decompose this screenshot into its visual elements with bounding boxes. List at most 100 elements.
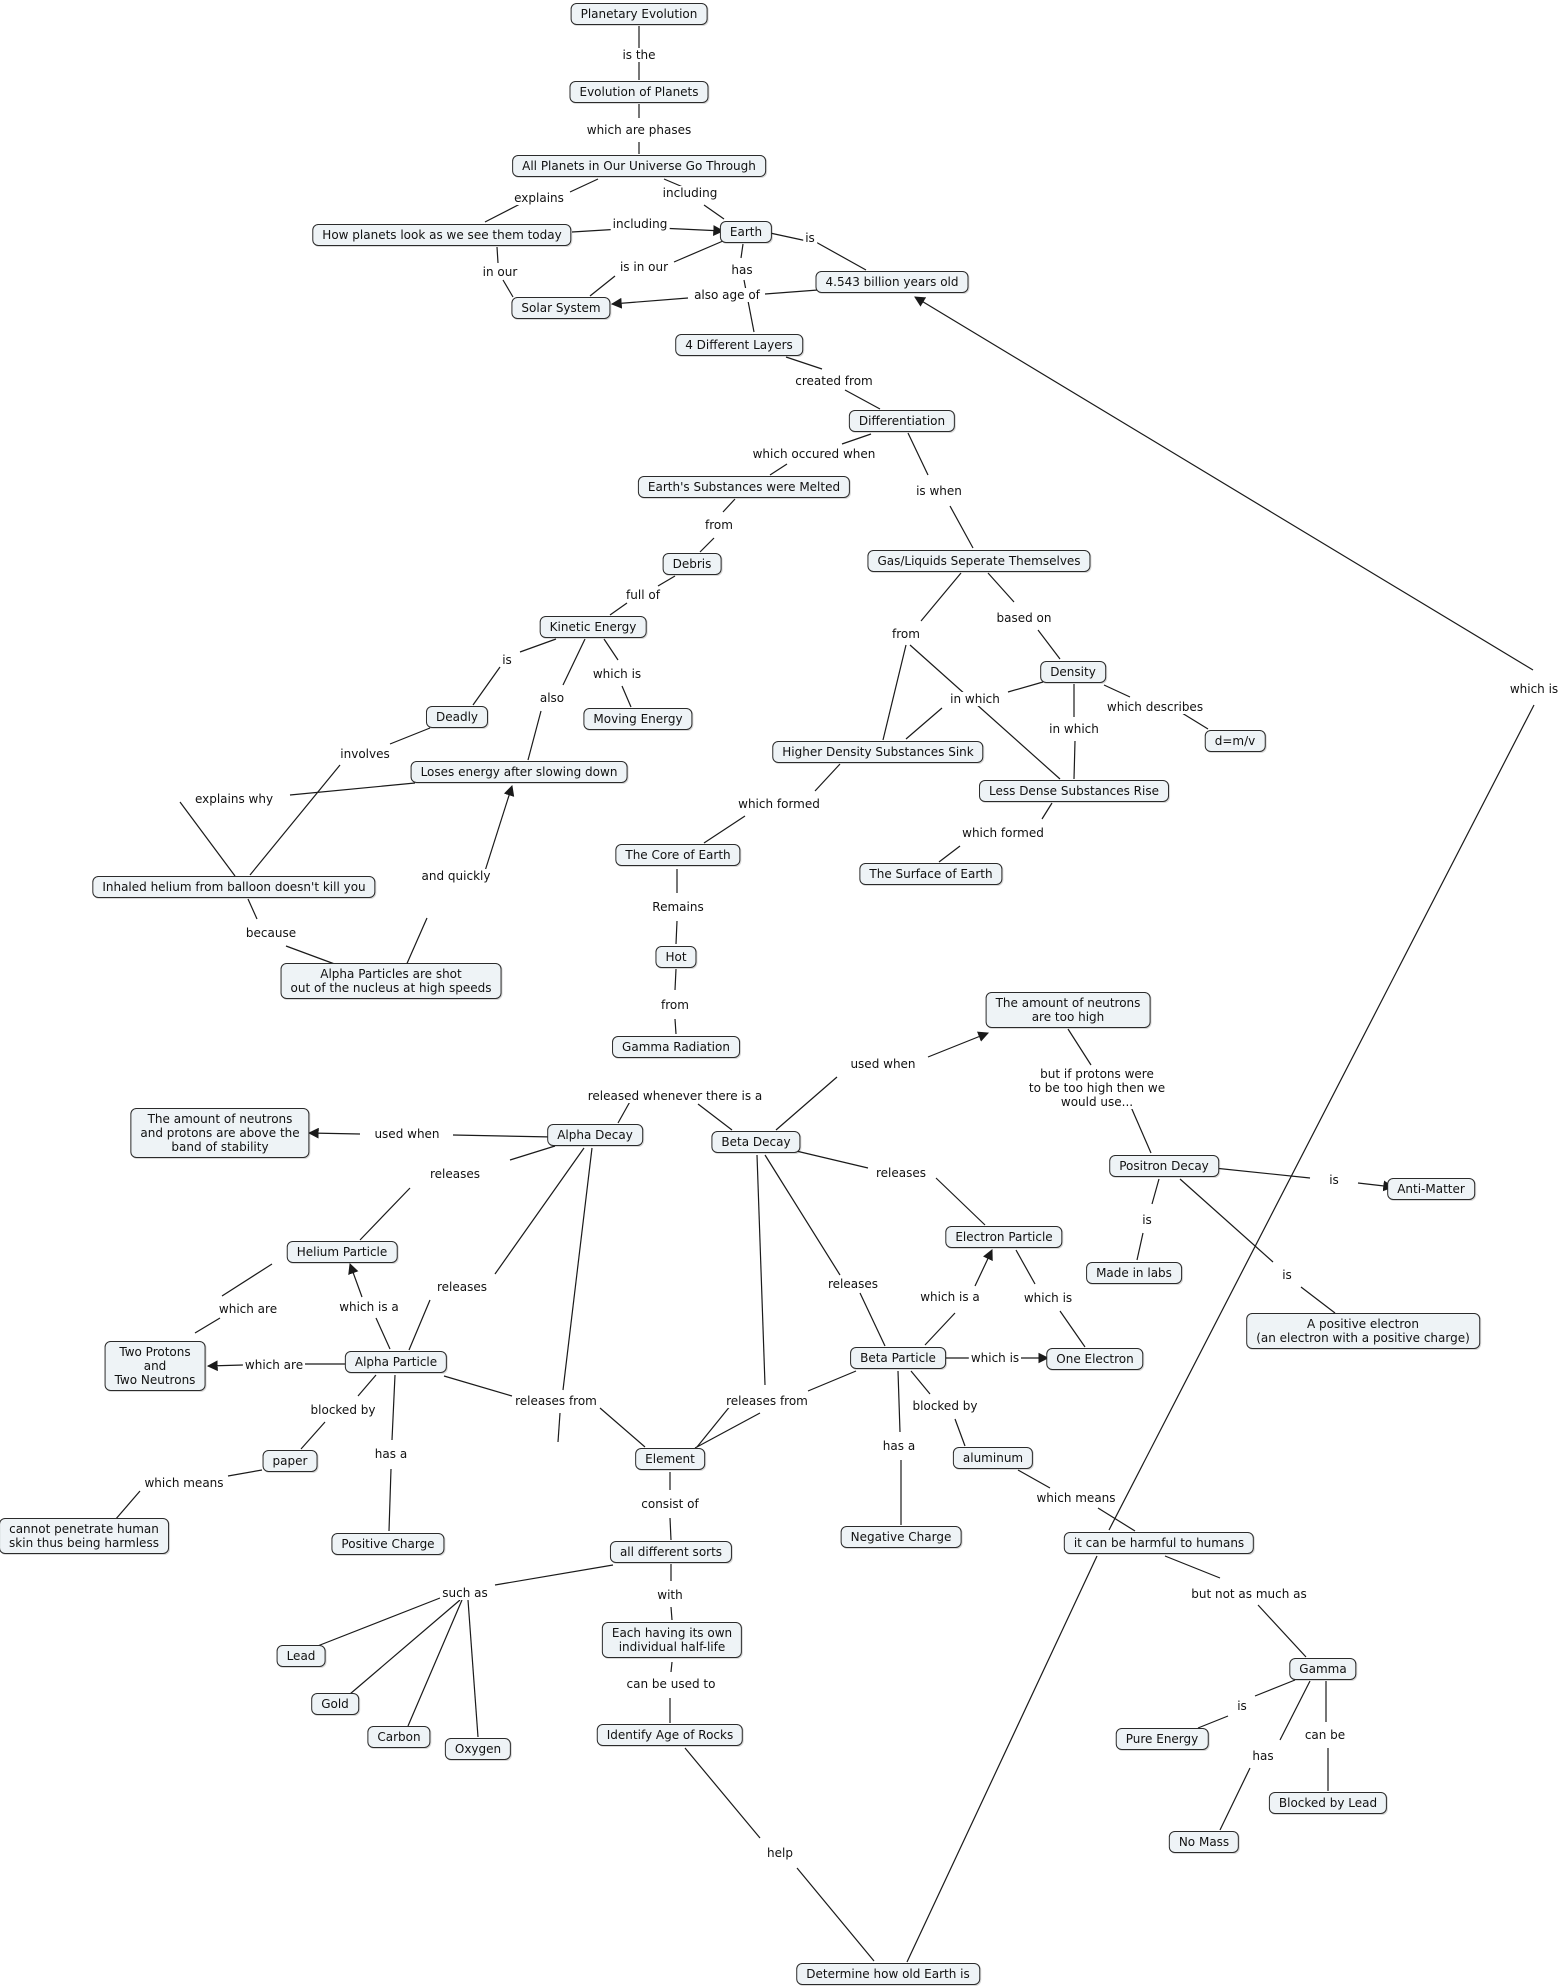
node-helium-particle[interactable]: Helium Particle <box>286 1241 398 1263</box>
node-no-mass[interactable]: No Mass <box>1168 1831 1240 1853</box>
connector-line <box>658 225 725 236</box>
node-solar-system[interactable]: Solar System <box>511 297 611 319</box>
connector-line <box>389 727 431 745</box>
node-hot[interactable]: Hot <box>655 946 697 968</box>
node-higher-density[interactable]: Higher Density Substances Sink <box>772 741 984 763</box>
link-label-in-which: in which <box>948 692 1002 706</box>
connector-line <box>609 602 628 616</box>
link-label-releases: releases <box>825 1277 881 1291</box>
link-label-used-when: used when <box>848 1057 918 1071</box>
node-differentiation[interactable]: Differentiation <box>848 410 956 432</box>
connector-line <box>1041 802 1053 820</box>
connector-line <box>694 1412 761 1449</box>
node-paper[interactable]: paper <box>262 1450 318 1472</box>
node-age[interactable]: 4.543 billion years old <box>815 271 969 293</box>
node-negative-charge[interactable]: Negative Charge <box>840 1526 962 1548</box>
node-beta-particle[interactable]: Beta Particle <box>850 1347 946 1369</box>
node-aluminum[interactable]: aluminum <box>952 1447 1034 1469</box>
connector-line <box>1097 1507 1136 1532</box>
node-blocked-by-lead[interactable]: Blocked by Lead <box>1268 1792 1388 1814</box>
connector-line <box>1130 1106 1152 1154</box>
node-determine-age[interactable]: Determine how old Earth is <box>796 1963 980 1985</box>
connector-line <box>1181 712 1209 730</box>
node-made-in-labs[interactable]: Made in labs <box>1086 1262 1182 1284</box>
connector-line <box>910 1370 931 1395</box>
link-label-blocked-by: blocked by <box>308 1403 378 1417</box>
connector-line <box>924 1312 956 1346</box>
node-density[interactable]: Density <box>1040 661 1106 683</box>
connector-line <box>621 685 632 708</box>
node-loses-energy[interactable]: Loses energy after slowing down <box>410 761 628 783</box>
connector-line <box>1257 1604 1307 1658</box>
node-gamma-radiation[interactable]: Gamma Radiation <box>612 1036 740 1058</box>
node-two-protons-two-neutrons[interactable]: Two Protons and Two Neutrons <box>104 1341 206 1391</box>
connector-line <box>764 1154 841 1276</box>
connector-line <box>675 920 678 945</box>
node-how-planets-look[interactable]: How planets look as we see them today <box>312 224 572 246</box>
connector-line <box>1279 1680 1311 1741</box>
node-surface-of-earth[interactable]: The Surface of Earth <box>859 863 1003 885</box>
connector-line <box>388 1468 392 1532</box>
link-label-but-if-protons: but if protons were to be too high then … <box>1026 1067 1168 1109</box>
connector-line <box>914 296 1534 671</box>
link-label-released-whenever: released whenever there is a <box>585 1089 765 1103</box>
node-alpha-decay[interactable]: Alpha Decay <box>547 1124 643 1146</box>
node-four-layers[interactable]: 4 Different Layers <box>675 334 803 356</box>
node-kinetic-energy[interactable]: Kinetic Energy <box>539 616 647 638</box>
link-label-which-is: which is <box>1507 682 1561 696</box>
node-identify-age-rocks[interactable]: Identify Age of Rocks <box>596 1724 744 1746</box>
connector-line <box>927 1031 990 1058</box>
connector-line <box>796 1867 875 1962</box>
node-electron-particle[interactable]: Electron Particle <box>945 1226 1063 1248</box>
node-all-planets[interactable]: All Planets in Our Universe Go Through <box>512 155 766 177</box>
connector-line <box>684 1747 761 1839</box>
node-melted[interactable]: Earth's Substances were Melted <box>637 476 851 498</box>
node-gamma[interactable]: Gamma <box>1289 1658 1357 1680</box>
connector-line <box>696 1404 732 1448</box>
node-lead[interactable]: Lead <box>276 1645 326 1667</box>
node-beta-decay[interactable]: Beta Decay <box>711 1131 801 1153</box>
node-moving-energy[interactable]: Moving Energy <box>583 708 693 730</box>
node-carbon[interactable]: Carbon <box>367 1726 431 1748</box>
node-alpha-particle[interactable]: Alpha Particle <box>344 1351 448 1373</box>
node-planetary-evolution[interactable]: Planetary Evolution <box>570 3 708 25</box>
node-evolution-of-planets[interactable]: Evolution of Planets <box>569 81 709 103</box>
node-half-life[interactable]: Each having its own individual half-life <box>601 1622 743 1658</box>
node-less-dense[interactable]: Less Dense Substances Rise <box>979 780 1169 802</box>
node-earth[interactable]: Earth <box>719 221 773 243</box>
connector-line <box>807 1370 857 1392</box>
node-gas-liquids[interactable]: Gas/Liquids Seperate Themselves <box>867 550 1091 572</box>
node-positive-charge[interactable]: Positive Charge <box>331 1533 445 1555</box>
link-label-which-is-a: which is a <box>337 1300 401 1314</box>
connector-line <box>247 898 258 920</box>
node-core-of-earth[interactable]: The Core of Earth <box>615 844 741 866</box>
connector-line <box>841 433 872 445</box>
node-one-electron[interactable]: One Electron <box>1046 1348 1144 1370</box>
connector-line <box>670 1661 673 1673</box>
node-neutrons-protons-above[interactable]: The amount of neutrons and protons are a… <box>130 1108 310 1158</box>
node-inhaled-helium[interactable]: Inhaled helium from balloon doesn't kill… <box>92 876 376 898</box>
node-dmv[interactable]: d=m/v <box>1204 730 1266 752</box>
node-element[interactable]: Element <box>635 1448 705 1470</box>
connector-line <box>699 537 715 553</box>
node-alpha-particles-shot[interactable]: Alpha Particles are shot out of the nucl… <box>280 963 502 999</box>
connector-line <box>769 463 788 476</box>
connector-line <box>589 275 616 297</box>
node-all-different-sorts[interactable]: all different sorts <box>609 1541 733 1563</box>
node-harmful-to-humans[interactable]: it can be harmful to humans <box>1063 1532 1255 1554</box>
node-pure-energy[interactable]: Pure Energy <box>1115 1728 1209 1750</box>
node-anti-matter[interactable]: Anti-Matter <box>1387 1178 1475 1200</box>
node-cannot-penetrate[interactable]: cannot penetrate human skin thus being h… <box>0 1518 169 1554</box>
node-positron-decay[interactable]: Positron Decay <box>1109 1155 1219 1177</box>
connector-line <box>527 710 542 761</box>
node-oxygen[interactable]: Oxygen <box>444 1738 512 1760</box>
connector-line <box>673 240 724 263</box>
node-deadly[interactable]: Deadly <box>425 706 489 728</box>
node-positive-electron[interactable]: A positive electron (an electron with a … <box>1246 1313 1480 1349</box>
node-gold[interactable]: Gold <box>311 1693 359 1715</box>
link-label-has-a: has a <box>372 1447 410 1461</box>
node-debris[interactable]: Debris <box>662 553 722 575</box>
link-label-blocked-by: blocked by <box>910 1399 980 1413</box>
node-neutrons-too-high[interactable]: The amount of neutrons are too high <box>985 992 1151 1028</box>
connector-line <box>974 1249 993 1287</box>
